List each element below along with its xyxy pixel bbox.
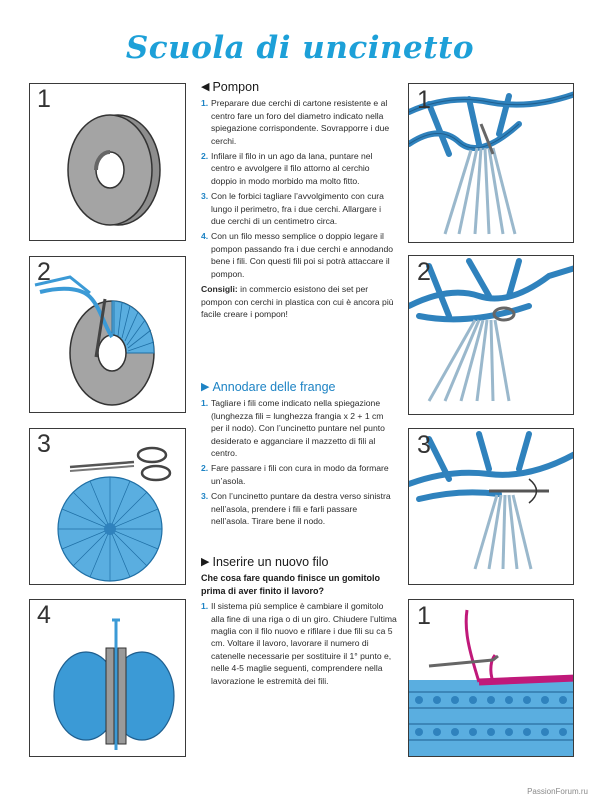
fringe-steps: 1.Tagliare i fili come indicato nella sp…	[201, 397, 397, 527]
fringe-step-3-illustration: 3	[408, 428, 574, 585]
section-heading: ◀ Pompon	[201, 80, 260, 94]
tip-paragraph: Consigli: in commercio esistono dei set …	[201, 284, 394, 319]
list-item: 1.Tagliare i fili come indicato nella sp…	[201, 398, 385, 459]
crochet-hook-fringe-icon	[409, 91, 573, 235]
panel-number: 2	[417, 258, 431, 286]
fringe-loop-icon	[409, 258, 573, 402]
pompon-step-3-illustration: 3	[29, 428, 186, 585]
panel-number: 3	[37, 430, 51, 458]
section-heading: ▶ Inserire un nuovo filo	[201, 555, 329, 569]
triangle-left-icon: ◀	[201, 81, 210, 93]
page-title: Scuola di uncinetto	[125, 30, 475, 66]
triangle-right-icon: ▶	[201, 381, 210, 393]
pompon-step-2-illustration: 2	[29, 256, 186, 413]
section-heading: ▶ Annodare delle frange	[201, 380, 336, 394]
panel-number: 4	[37, 601, 51, 629]
pompon-section: ◀ Pompon 1.Preparare due cerchi di carto…	[201, 81, 397, 320]
cardboard-rings-icon	[67, 114, 161, 226]
list-item: 4.Con un filo messo semplice o doppio le…	[201, 231, 394, 279]
pompon-step-4-illustration: 4	[29, 599, 186, 757]
fringe-step-1-illustration: 1	[408, 83, 574, 243]
panel-number: 1	[417, 602, 431, 630]
scissors-cutting-icon	[57, 446, 172, 582]
list-item: 3.Con l’uncinetto puntare da destra vers…	[201, 491, 391, 527]
panel-number: 1	[417, 86, 431, 114]
new-yarn-section: ▶ Inserire un nuovo filo Che cosa fare q…	[201, 556, 397, 690]
list-item: 3.Con le forbici tagliare l’avvolgimento…	[201, 191, 384, 227]
fringe-knot-icon	[409, 431, 573, 570]
list-item: 2.Infilare il filo in un ago da lana, pu…	[201, 151, 373, 186]
triangle-right-icon: ▶	[201, 556, 210, 568]
new-yarn-illustration: 1	[408, 599, 574, 757]
panel-number: 3	[417, 431, 431, 459]
list-item: 1.Il sistema più semplice è cambiare il …	[201, 601, 397, 686]
tied-pompon-icon	[53, 618, 175, 750]
footer-watermark: PassionForum.ru	[527, 787, 588, 796]
crochet-fabric-icon	[409, 609, 573, 756]
fringe-section: ▶ Annodare delle frange 1.Tagliare i fil…	[201, 381, 397, 530]
wrapping-yarn-icon	[34, 275, 155, 406]
panel-number: 1	[37, 85, 51, 113]
pompon-steps: 1.Preparare due cerchi di cartone resist…	[201, 97, 397, 280]
list-item: 2.Fare passare i fili con cura in modo d…	[201, 463, 389, 486]
pompon-step-1-illustration: 1	[29, 83, 186, 241]
question-heading: Che cosa fare quando finisce un gomitolo…	[201, 573, 381, 596]
panel-number: 2	[37, 258, 51, 286]
list-item: 1.Preparare due cerchi di cartone resist…	[201, 98, 390, 146]
fringe-step-2-illustration: 2	[408, 255, 574, 415]
new-yarn-steps: 1.Il sistema più semplice è cambiare il …	[201, 600, 397, 687]
